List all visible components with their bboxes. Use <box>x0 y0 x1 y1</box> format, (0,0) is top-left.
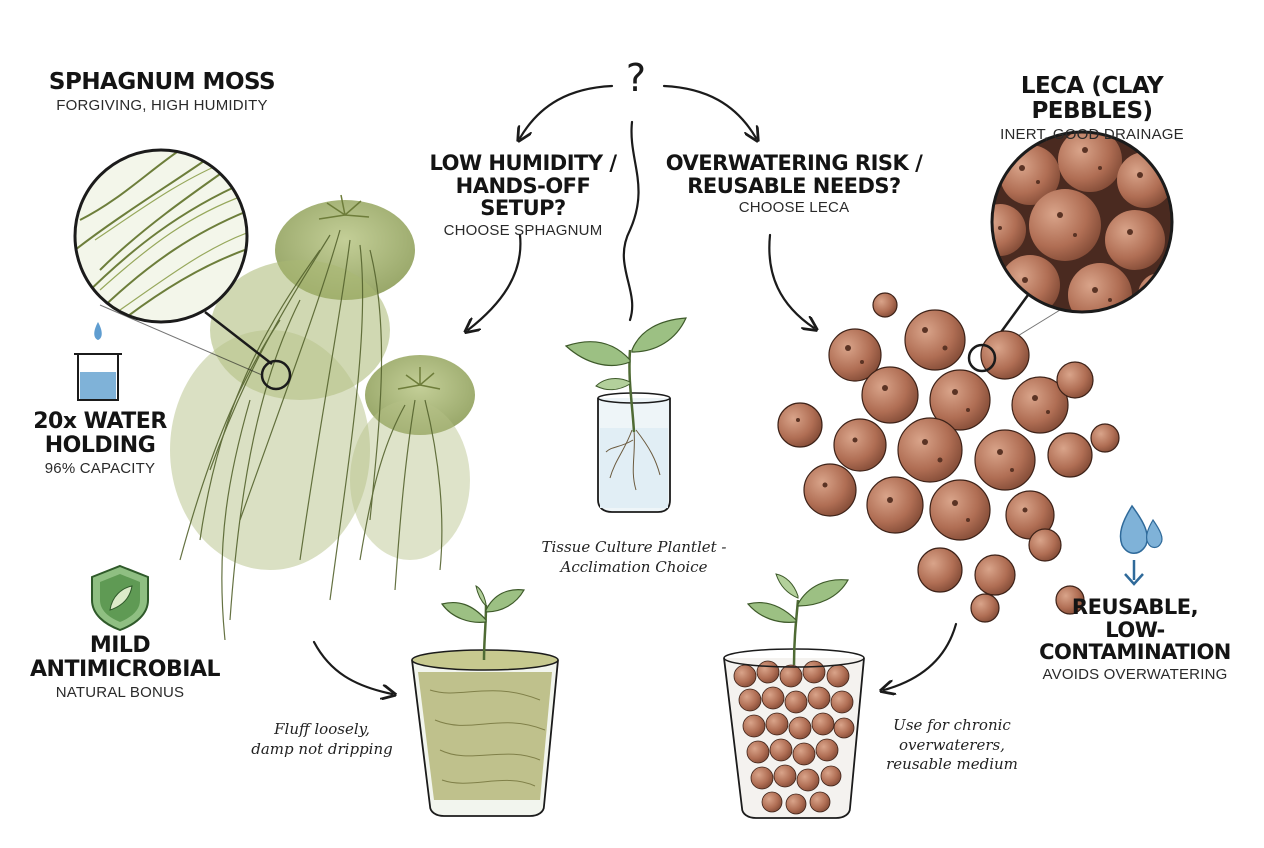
leca-cluster <box>777 292 1120 623</box>
water-holding-line2: HOLDING <box>44 432 156 458</box>
beaker-icon <box>74 322 122 401</box>
arrow-to-leca <box>768 233 814 328</box>
right-question-line2: REUSABLE NEEDS? <box>687 173 901 198</box>
leca-pot <box>723 573 865 819</box>
leca-subtitle: INERT, GOOD DRAINAGE <box>1000 125 1184 143</box>
reusable-line2: LOW-CONTAMINATION <box>1039 617 1231 665</box>
plantlet-caption-line2: Acclimation Choice <box>560 557 708 576</box>
antimicrobial-line2: ANTIMICROBIAL <box>30 656 221 682</box>
sphagnum-subtitle: FORGIVING, HIGH HUMIDITY <box>56 96 268 114</box>
arrow-to-moss <box>468 233 522 330</box>
right-question-choice: CHOOSE LECA <box>738 199 850 217</box>
sphagnum-title: SPHAGNUM MOSS <box>48 69 276 95</box>
water-holding-sub: 96% CAPACITY <box>44 459 156 477</box>
left-question: LOW HUMIDITY / HANDS-OFF SETUP? CHOOSE S… <box>410 152 636 239</box>
arrow-to-right-question <box>662 84 756 138</box>
right-question-line1: OVERWATERING RISK / <box>665 151 923 175</box>
decision-arrows <box>312 84 958 694</box>
leca-pot-caption: Use for chronic overwaterers, reusable m… <box>872 716 1032 775</box>
question-mark: ? <box>625 56 647 100</box>
moss-pot-caption-line1: Fluff loosely, <box>274 720 370 738</box>
plantlet-jar <box>564 317 687 513</box>
reusable-line1: REUSABLE, <box>1071 595 1199 619</box>
leca-pot-caption-line3: reusable medium <box>886 755 1018 773</box>
leca-pot-caption-line2: overwaterers, <box>899 735 1005 754</box>
leca-heading: LECA (CLAY PEBBLES) INERT, GOOD DRAINAGE <box>960 74 1224 143</box>
plantlet-caption: Tissue Culture Plantlet - Acclimation Ch… <box>514 538 754 577</box>
leca-title: LECA (CLAY PEBBLES) <box>1020 73 1164 124</box>
water-holding-feature: 20x WATER HOLDING 96% CAPACITY <box>20 410 180 477</box>
plantlet-caption-line1: Tissue Culture Plantlet - <box>541 538 727 556</box>
left-question-choice: CHOOSE SPHAGNUM <box>443 222 603 240</box>
leca-pot-caption-line1: Use for chronic <box>893 716 1011 734</box>
arrow-to-leca-pot <box>884 622 958 690</box>
shield-leaf-icon <box>91 564 149 632</box>
arrow-to-moss-pot <box>312 640 392 694</box>
left-question-line2: HANDS-OFF SETUP? <box>455 173 591 221</box>
stem-to-plantlet <box>622 120 640 322</box>
leca-zoom-lens <box>986 130 1174 351</box>
moss-zoom-lens <box>73 148 292 391</box>
antimicrobial-feature: MILD ANTIMICROBIAL NATURAL BONUS <box>30 633 221 701</box>
reusable-sub: AVOIDS OVERWATERING <box>1042 666 1228 684</box>
arrow-to-left-question <box>520 84 614 138</box>
water-drops-icon <box>1119 504 1163 586</box>
reusable-feature: REUSABLE, LOW-CONTAMINATION AVOIDS OVERW… <box>1020 596 1250 683</box>
right-question: OVERWATERING RISK / REUSABLE NEEDS? CHOO… <box>664 152 924 217</box>
sphagnum-heading: SPHAGNUM MOSS FORGIVING, HIGH HUMIDITY <box>40 70 284 114</box>
water-holding-line1: 20x WATER <box>33 409 167 434</box>
antimicrobial-sub: NATURAL BONUS <box>55 683 185 701</box>
moss-pot <box>411 585 559 817</box>
moss-clump <box>170 194 475 641</box>
moss-pot-caption: Fluff loosely, damp not dripping <box>232 720 412 759</box>
moss-pot-caption-line2: damp not dripping <box>251 739 393 758</box>
antimicrobial-line1: MILD <box>89 633 151 658</box>
left-question-line1: LOW HUMIDITY / <box>429 151 617 175</box>
